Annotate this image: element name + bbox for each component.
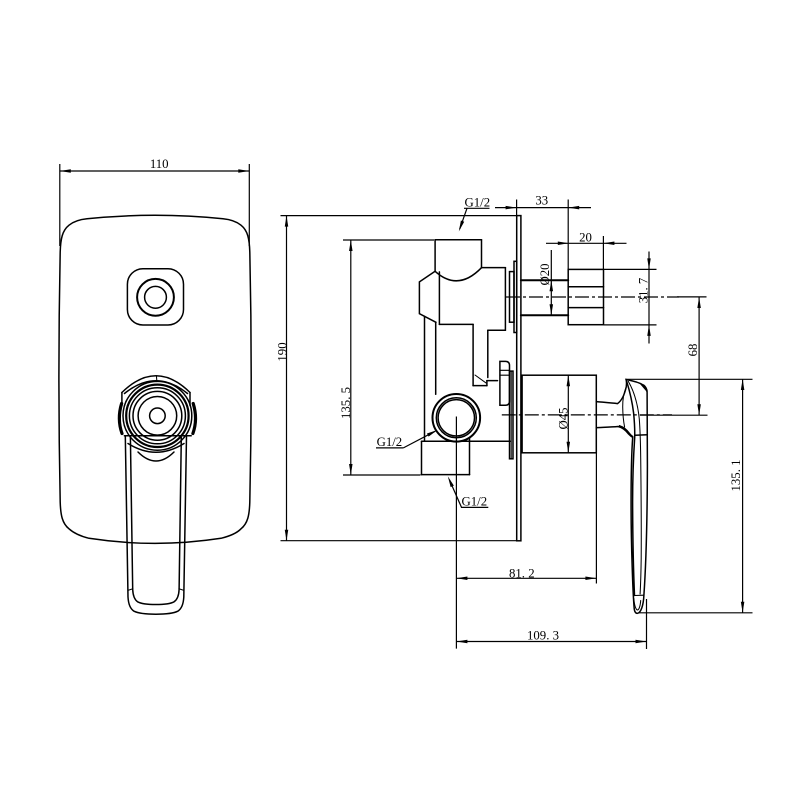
svg-text:G1/2: G1/2 (465, 196, 491, 210)
svg-text:68: 68 (686, 344, 700, 357)
svg-text:135. 1: 135. 1 (729, 460, 743, 492)
svg-text:Ø20: Ø20 (538, 263, 552, 285)
svg-text:110: 110 (150, 157, 169, 171)
svg-text:190: 190 (275, 342, 289, 361)
svg-text:Ø45: Ø45 (556, 407, 570, 429)
svg-text:G1/2: G1/2 (462, 495, 488, 509)
svg-text:31. 7: 31. 7 (636, 277, 650, 303)
svg-text:135. 5: 135. 5 (339, 387, 353, 419)
svg-text:81. 2: 81. 2 (509, 566, 535, 580)
svg-text:109. 3: 109. 3 (527, 629, 559, 643)
svg-text:20: 20 (579, 230, 592, 244)
svg-text:33: 33 (535, 194, 548, 208)
svg-text:G1/2: G1/2 (377, 435, 403, 449)
